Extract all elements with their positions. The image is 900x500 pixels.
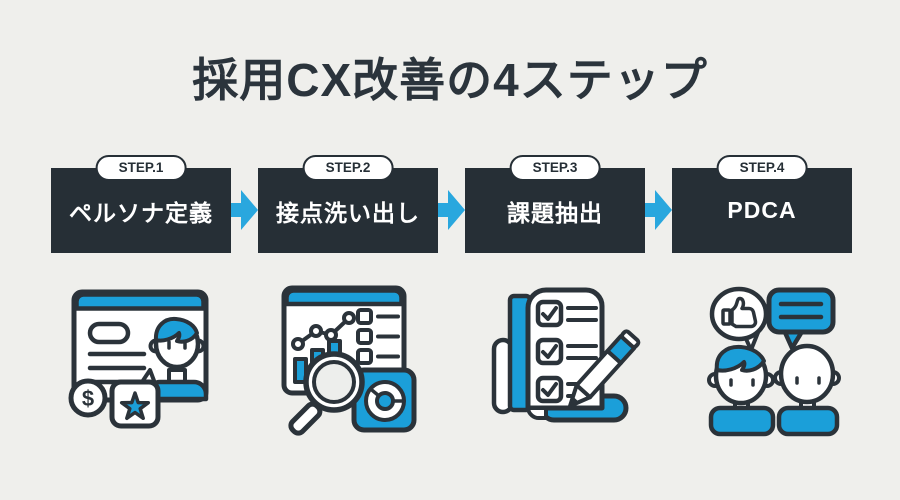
star-bubble-icon [109,368,161,429]
line-chart [291,311,356,351]
arrow-right-icon [438,190,465,230]
step-box-1: STEP.1 ペルソナ定義 [51,155,231,253]
person-avatar [145,316,209,402]
step-label: 課題抽出 [507,199,603,226]
dashboard-analysis-icon [281,285,417,436]
person-left [707,344,776,437]
step-box-2: STEP.2 接点洗い出し [258,155,438,253]
people-discussion-icon [707,286,841,437]
step-badge: STEP.2 [302,155,394,181]
dollar-coin-icon: $ [68,378,108,418]
arrow-right-icon [645,190,672,230]
persona-profile-card-icon: $ [68,289,209,429]
step-label: PDCA [727,197,797,223]
step-badge: STEP.3 [509,155,601,181]
pencil-icon [568,329,641,408]
page-title: 採用CX改善の4ステップ [192,54,708,106]
step-badge: STEP.1 [95,155,187,181]
checklist [356,308,400,365]
star [119,391,151,421]
window-header-bar [284,288,404,307]
name-field [87,321,131,345]
step-box-4: STEP.4 PDCA [672,155,852,253]
step-label: 接点洗い出し [276,199,420,226]
person-right [773,343,841,437]
step-badge: STEP.4 [716,155,808,181]
hair [714,344,766,373]
thumbs-up-icon [730,296,758,329]
check-items [535,299,598,404]
step-label: ペルソナ定義 [69,199,213,226]
card-header-bar [74,292,206,311]
step-box-3: STEP.3 課題抽出 [465,155,645,253]
sheet-curl [526,406,548,421]
magnifier-icon [288,351,365,436]
svg-text:$: $ [82,386,94,411]
arrow-right-icon [231,190,258,230]
checklist-pencil-icon [491,287,641,423]
hair [153,316,199,344]
chat-bubble-icon [766,287,836,351]
thumbs-up-bubble-icon [709,286,769,352]
